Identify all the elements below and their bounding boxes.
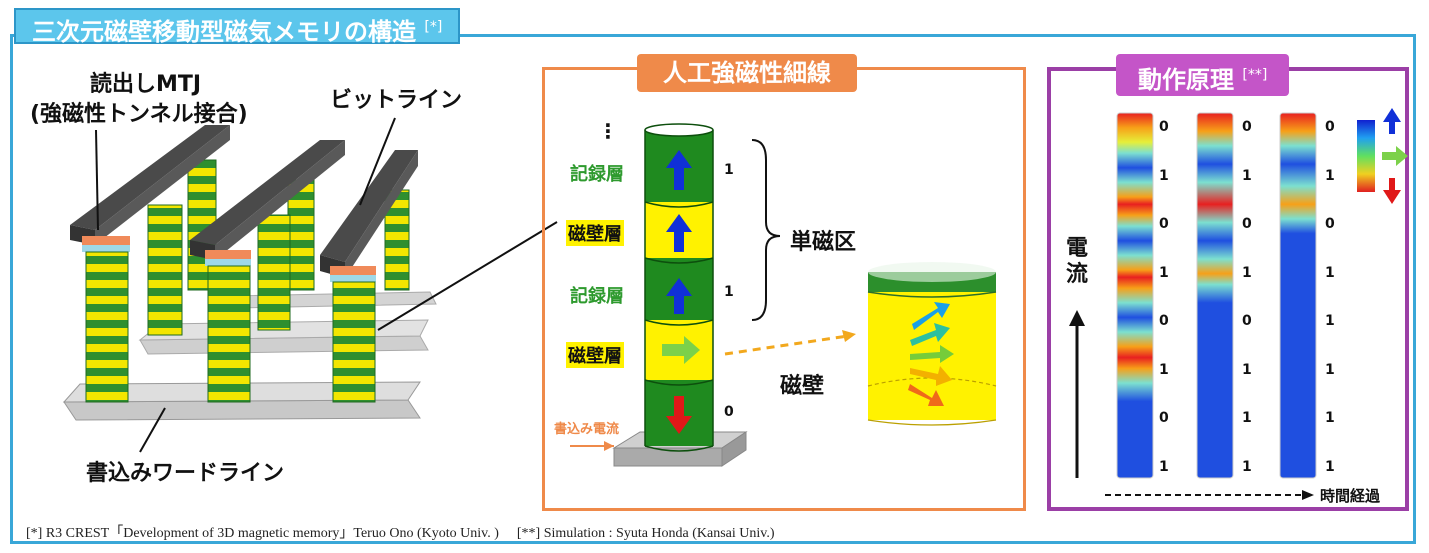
sim-bit-label: 0 (1242, 119, 1252, 135)
sim-bit-label: 1 (1325, 410, 1335, 426)
layer-arrows (662, 150, 700, 434)
sim-bit-label: 1 (1159, 167, 1169, 184)
title-ref: [*] (424, 19, 443, 35)
bit-lines (70, 125, 418, 278)
sim-bit-label: 0 (1159, 313, 1169, 329)
layer-label-4: 磁壁層 (566, 342, 624, 368)
footnote-ref-1: [*] R3 CREST「Development of 3D magnetic … (26, 526, 499, 541)
pillars-front (85, 251, 376, 403)
mtj-caps (82, 236, 376, 282)
sim-bit-label: 1 (1242, 167, 1252, 184)
leader-lines (95, 117, 558, 453)
footnote: [*] R3 CREST「Development of 3D magnetic … (26, 522, 775, 542)
sim-bit-label: 0 (1159, 410, 1169, 426)
arrow-down-icon (666, 396, 692, 434)
title-text: 三次元磁壁移動型磁気メモリの構造 (32, 18, 416, 46)
sim-column-2 (1196, 112, 1234, 479)
arrow-up-icon (666, 278, 692, 314)
sim-bit-label: 1 (1159, 264, 1169, 281)
layer-label-1: 記録層 (570, 164, 624, 185)
principle-tab-text: 動作原理 (1138, 66, 1234, 94)
arrow-right-icon (662, 336, 700, 364)
footnote-ref-2: [**] Simulation : Syuta Honda (Kansai Un… (516, 526, 775, 541)
sim-bit-label: 0 (1159, 216, 1169, 232)
time-label: 時間経過 (1320, 487, 1381, 505)
page-title: 三次元磁壁移動型磁気メモリの構造 [*] (14, 8, 461, 46)
write-current-label: 書込み電流 (554, 422, 620, 437)
single-domain-bracket (751, 139, 781, 321)
sim-bit-label: 0 (1159, 119, 1169, 135)
principle-tab-ref: [**] (1242, 67, 1268, 83)
sim-bit-label: 0 (1242, 313, 1252, 329)
bit-line-label: ビットライン (330, 88, 463, 113)
sim-bit-label: 1 (1242, 458, 1252, 475)
arrow-up-icon (666, 214, 692, 252)
sim-bit-label: 1 (1242, 410, 1252, 426)
sim-bit-label: 1 (1325, 167, 1335, 184)
arrow-down-icon (1383, 178, 1401, 204)
layer-bit-1: 1 (724, 162, 734, 178)
sim-column-3 (1279, 112, 1317, 479)
read-mtj-label: 読出しMTJ (90, 72, 202, 97)
artificial-wire-tab: 人工強磁性細線 (637, 54, 857, 92)
arrow-up-icon (666, 150, 692, 190)
principle-tab: 動作原理 [**] (1116, 54, 1290, 96)
sim-bit-label: 1 (1325, 361, 1335, 378)
color-scale (1357, 120, 1375, 192)
arrow-up-icon (1383, 108, 1401, 134)
layer-bit-3: 1 (724, 284, 734, 300)
sim-bit-label: 0 (1242, 216, 1252, 232)
single-domain-label: 単磁区 (790, 230, 857, 255)
sim-bit-label: 1 (1242, 361, 1252, 378)
layer-label-2: 磁壁層 (566, 220, 624, 246)
current-label: 電流 (1065, 236, 1088, 287)
layer-bit-5: 0 (724, 404, 734, 420)
sim-bit-label: 1 (1242, 264, 1252, 281)
ellipsis-icon: ⋮ (598, 119, 618, 143)
domain-wall-label: 磁壁 (780, 374, 825, 399)
domain-wall-zoom (867, 262, 997, 426)
word-line-label: 書込みワードライン (86, 461, 285, 486)
read-mtj-sub-label: (強磁性トンネル接合) (30, 102, 248, 127)
arrow-right-icon (1382, 146, 1408, 166)
pillars-back (147, 159, 410, 336)
layer-label-3: 記録層 (570, 286, 624, 307)
sim-bit-label: 1 (1325, 458, 1335, 475)
sim-bit-label: 0 (1325, 216, 1335, 232)
sim-column-1 (1116, 112, 1154, 479)
sim-bit-label: 0 (1325, 119, 1335, 135)
sim-bit-label: 1 (1325, 313, 1335, 329)
sim-bit-label: 1 (1159, 361, 1169, 378)
sim-bit-label: 1 (1325, 264, 1335, 281)
sim-bit-label: 1 (1159, 458, 1169, 475)
